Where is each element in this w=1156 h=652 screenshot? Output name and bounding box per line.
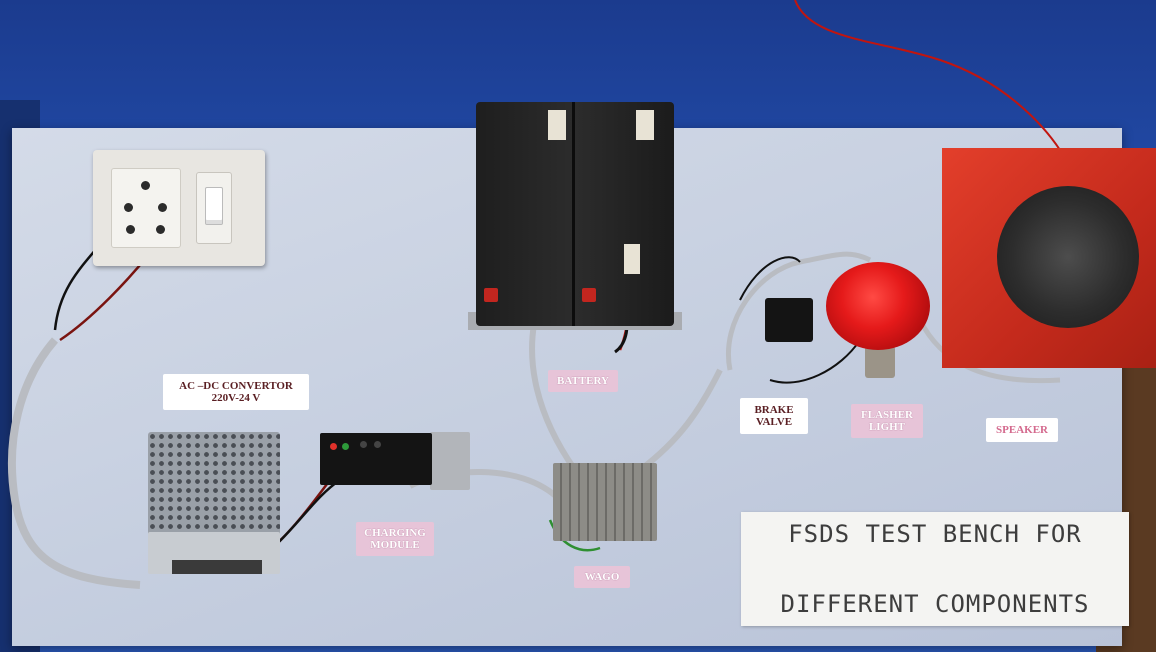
charging-label: CHARGING MODULE: [356, 522, 434, 557]
brake-label-line2: VALVE: [755, 416, 793, 429]
battery-label-text: BATTERY: [557, 375, 609, 387]
title-sign: FSDS TEST BENCH FOR DIFFERENT COMPONENTS: [741, 512, 1129, 626]
wall-socket-plate: [93, 150, 265, 266]
charging-label-line1: CHARGING: [364, 527, 426, 539]
power-socket: [111, 168, 181, 248]
brake-label-line1: BRAKE: [754, 404, 794, 416]
power-switch: [196, 172, 232, 244]
title-line-1: FSDS TEST BENCH FOR: [788, 520, 1082, 548]
converter-label: AC –DC CONVERTOR 220V-24 V: [163, 374, 309, 411]
wago-label: WAGO: [574, 566, 630, 589]
wago-terminal-block: [553, 463, 657, 541]
speaker-label: SPEAKER: [986, 418, 1058, 443]
flasher-label-line2: LIGHT: [868, 421, 906, 434]
flasher-mount: [865, 346, 895, 378]
charging-module: [320, 433, 432, 485]
flasher-label: FLASHER LIGHT: [851, 404, 923, 439]
speaker-cone: [997, 186, 1139, 328]
flasher-label-line1: FLASHER: [861, 409, 913, 421]
flasher-light: [826, 262, 930, 350]
brake-valve-label: BRAKE VALVE: [740, 398, 808, 435]
battery-unit: [476, 102, 674, 326]
converter-terminals: [172, 560, 262, 574]
brake-valve-relay: [765, 298, 813, 342]
speaker-label-text: SPEAKER: [996, 424, 1048, 436]
converter-label-line1: AC –DC CONVERTOR: [179, 380, 293, 392]
charger-bracket: [430, 432, 470, 490]
battery-label: BATTERY: [548, 370, 618, 393]
converter-label-line2: 220V-24 V: [211, 392, 261, 405]
wago-label-text: WAGO: [584, 571, 620, 583]
title-line-2: DIFFERENT COMPONENTS: [780, 590, 1090, 618]
charging-label-line2: MODULE: [370, 539, 420, 552]
